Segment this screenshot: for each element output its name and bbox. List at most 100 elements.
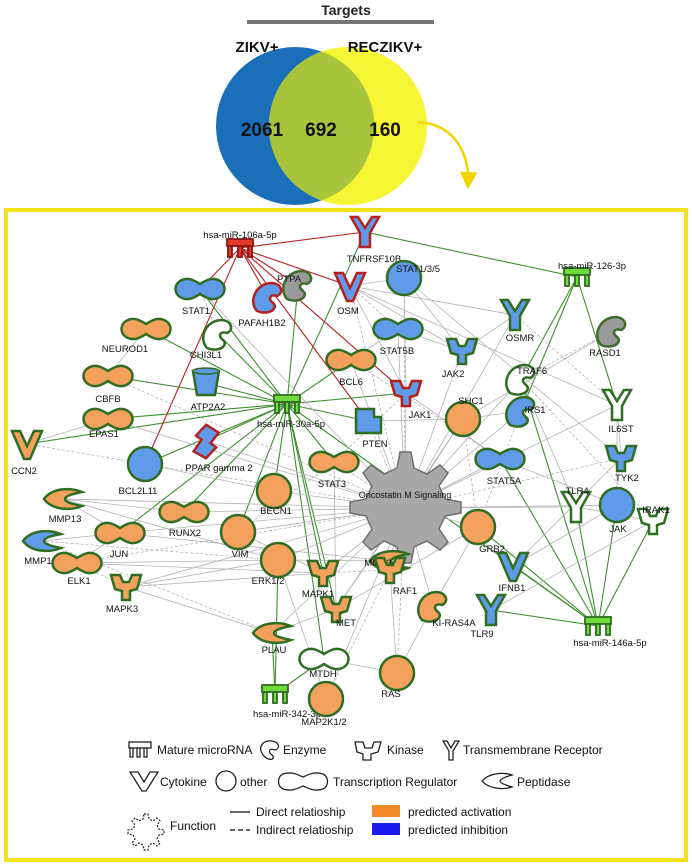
receptor-icon: [474, 593, 508, 627]
node-hsa-mir-146a-5p[interactable]: hsa-miR-146a-5p: [573, 616, 647, 649]
node-hsa-mir-106a-5p[interactable]: hsa-miR-106a-5p: [203, 230, 277, 258]
transporter-icon: [191, 367, 221, 397]
node-irak1[interactable]: IRAK1: [636, 505, 670, 536]
cytokine-icon: [333, 271, 367, 303]
node-mtdh[interactable]: MTDH: [298, 647, 350, 680]
node-irs1[interactable]: IRS1: [505, 395, 546, 428]
receptor-icon: [441, 740, 461, 761]
legend-inhibition-label: predicted inhibition: [408, 823, 508, 837]
node-tlr9[interactable]: TLR9: [470, 593, 508, 640]
legend-function: Function: [127, 813, 216, 851]
enzyme-icon: [596, 315, 627, 348]
node-vim[interactable]: VIM: [219, 513, 257, 560]
venn-overlap: [268, 51, 375, 201]
node-jak[interactable]: JAK: [598, 486, 636, 535]
node-epas1[interactable]: EPAS1: [82, 407, 134, 440]
node-stat1-3-5[interactable]: STAT1/3/5: [385, 259, 440, 297]
edge: [125, 572, 324, 588]
node-osmr[interactable]: OSMR: [498, 298, 535, 344]
mirna-icon: [128, 741, 152, 758]
node-jun[interactable]: JUN: [94, 521, 146, 560]
node-erk1-2[interactable]: ERK1/2: [252, 541, 297, 587]
edge: [277, 559, 327, 700]
venn-title: Targets: [321, 2, 371, 18]
node-cbfb[interactable]: CBFB: [82, 364, 134, 405]
enzyme-icon: [282, 269, 313, 302]
node-bcl2l11[interactable]: BCL2L11: [119, 445, 164, 497]
node-tlr4[interactable]: TLR4: [559, 486, 593, 524]
edge: [286, 284, 299, 405]
edge: [325, 569, 391, 700]
node-label: IFNB1: [499, 583, 526, 594]
node-grb2[interactable]: GRB2: [459, 508, 505, 555]
node-stat1[interactable]: STAT1: [174, 277, 226, 317]
node-label: OSMR: [506, 333, 535, 344]
edge: [107, 375, 406, 509]
node-osm[interactable]: OSM: [333, 271, 367, 317]
node-il6st[interactable]: IL6ST: [600, 388, 634, 435]
receptor-icon: [600, 388, 634, 422]
venn-left-label: ZIKV+: [236, 39, 279, 56]
node-label: SHC1: [458, 396, 483, 407]
edge: [520, 276, 578, 412]
edge: [286, 403, 369, 424]
node-mmp1[interactable]: MMP1: [21, 529, 66, 567]
edge: [286, 231, 366, 405]
node-met[interactable]: MET: [319, 595, 356, 629]
tr-icon: [82, 407, 134, 431]
node-stat5b[interactable]: STAT5B: [372, 317, 424, 357]
node-traf6[interactable]: TRAF6: [505, 363, 547, 396]
node-pafah1b2[interactable]: PAFAH1B2: [238, 281, 286, 329]
enzyme-icon: [417, 590, 448, 623]
node-chi3l1[interactable]: CHI3L1: [190, 318, 233, 361]
edge: [217, 333, 288, 405]
edge: [477, 526, 599, 627]
node-stat3[interactable]: STAT3: [308, 450, 360, 490]
node-ifnb1[interactable]: IFNB1: [496, 551, 530, 594]
node-mmp13[interactable]: MMP13: [42, 487, 87, 525]
venn-right-count: 160: [369, 120, 401, 141]
node-hsa-mir-126-3p[interactable]: hsa-miR-126-3p: [558, 261, 626, 287]
node-ppar-gamma-2[interactable]: PPAR gamma 2: [185, 423, 253, 474]
node-plau[interactable]: PLAU: [251, 621, 296, 656]
node-map2k1-2[interactable]: MAP2K1/2: [301, 680, 347, 728]
other-icon: [444, 400, 482, 438]
node-ras[interactable]: RAS: [378, 654, 416, 700]
tr-icon: [372, 317, 424, 341]
node-shc1[interactable]: SHC1: [444, 396, 484, 438]
node-raf1[interactable]: RAF1: [373, 556, 417, 597]
node-tyk2[interactable]: TYK2: [604, 444, 639, 484]
edge: [119, 403, 288, 534]
legend-other-label: other: [240, 775, 267, 789]
node-label: OSM: [337, 306, 359, 317]
venn-left-count: 2061: [241, 120, 284, 141]
tr-icon: [51, 551, 103, 575]
node-mapk1[interactable]: MAPK1: [302, 559, 340, 600]
kinase-icon: [306, 559, 340, 588]
node-stat5a[interactable]: STAT5A: [474, 447, 526, 487]
node-elk1[interactable]: ELK1: [51, 551, 103, 587]
node-pten[interactable]: PTEN: [354, 407, 388, 450]
node-tnfrsf10b[interactable]: TNFRSF10B: [347, 215, 401, 265]
node-rasd1[interactable]: RASD1: [589, 315, 627, 359]
node-jak2[interactable]: JAK2: [442, 337, 479, 380]
node-bcl6[interactable]: BCL6: [325, 348, 377, 388]
node-hsa-mir-342-3p[interactable]: hsa-miR-342-3p: [253, 684, 321, 720]
function-gear-icon: [127, 813, 165, 851]
node-mapk3[interactable]: MAPK3: [106, 573, 143, 615]
edge: [499, 458, 599, 627]
node-becn1[interactable]: BECN1: [255, 472, 293, 517]
node-atp2a2[interactable]: ATP2A2: [191, 367, 226, 413]
node-neurod1[interactable]: NEUROD1: [102, 317, 172, 355]
node-label: PPAR gamma 2: [185, 463, 252, 474]
node-label: BECN1: [260, 506, 292, 517]
node-label: JAK1: [409, 410, 432, 421]
node-label: RAS: [381, 689, 401, 700]
node-runx2[interactable]: RUNX2: [158, 500, 210, 539]
node-ccn2[interactable]: CCN2: [10, 429, 44, 477]
node-jak1[interactable]: JAK1: [389, 379, 432, 421]
node-ki-ras4a[interactable]: KI-RAS4A: [417, 590, 476, 629]
node-label: JUN: [110, 549, 129, 560]
node-hsa-mir-30a-5p[interactable]: hsa-miR-30a-5p: [257, 394, 325, 430]
node-ptpa[interactable]: PTPA: [277, 269, 313, 302]
